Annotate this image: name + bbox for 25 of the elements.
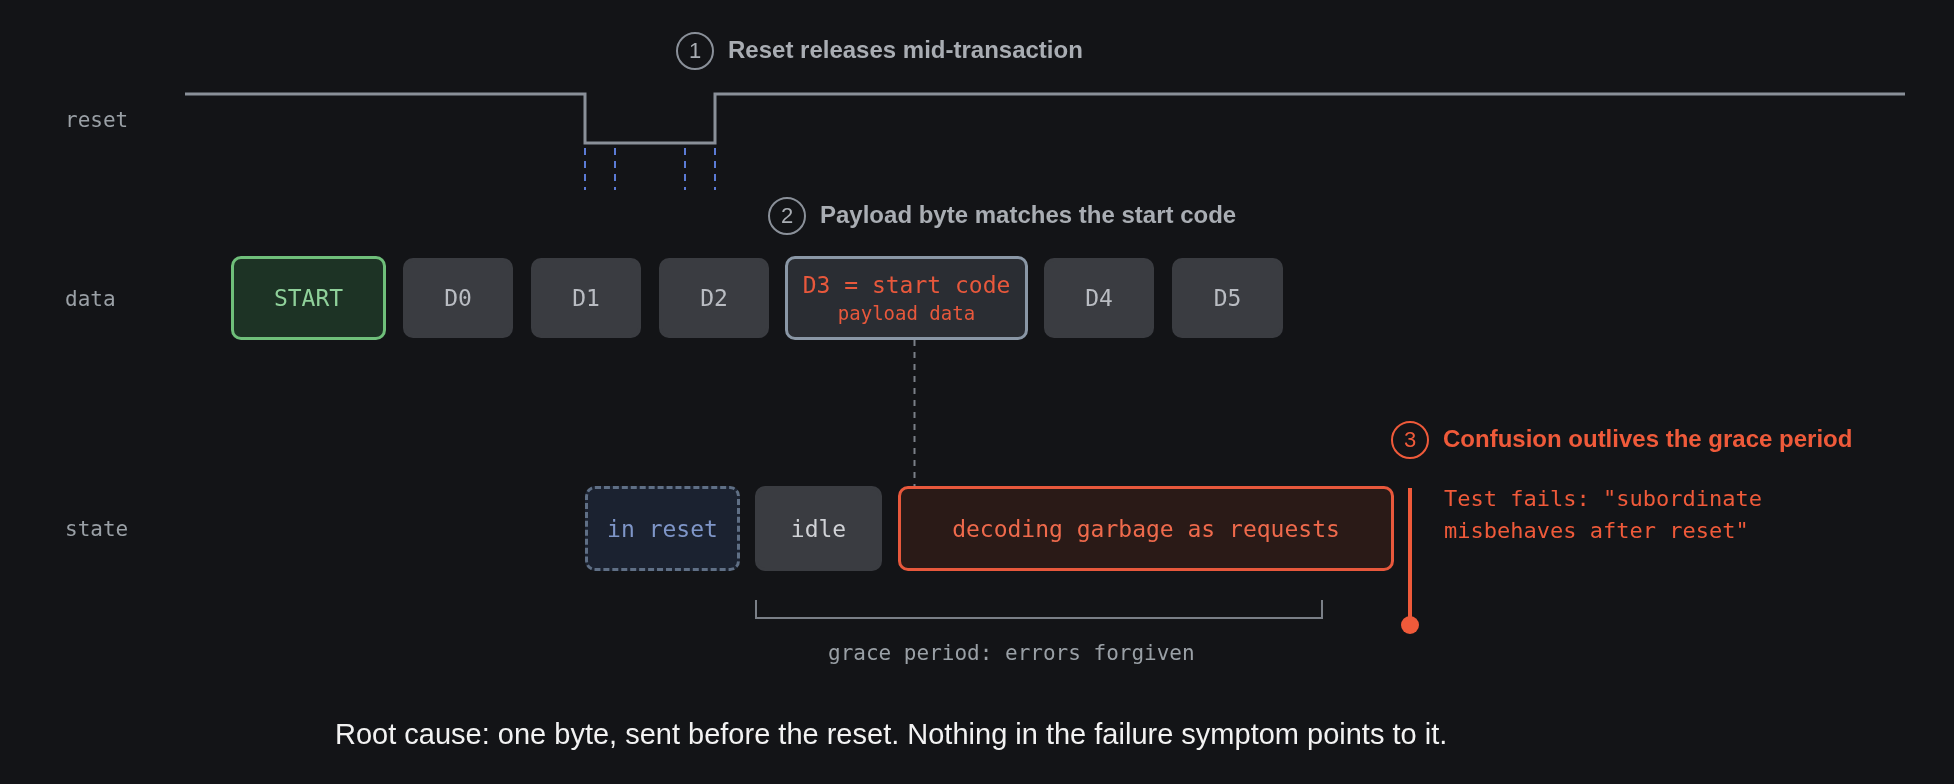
start-box: START — [231, 256, 386, 340]
caption: Root cause: one byte, sent before the reset. Nothing in the failure symptom points to it. — [335, 718, 1448, 751]
state-box: in reset — [585, 486, 740, 571]
data-box: D2 — [659, 258, 769, 338]
bracket-label: grace period: errors forgiven — [828, 641, 1195, 665]
row-label: state — [65, 517, 129, 541]
connector-line — [913, 339, 916, 487]
callout-number: 1 — [676, 32, 714, 70]
row-label: reset — [65, 108, 129, 132]
data-box: D1 — [531, 258, 641, 338]
row-label: data — [65, 287, 116, 311]
callout-heading: Confusion outlives the grace period — [1443, 425, 1853, 453]
data-box — [785, 256, 1028, 340]
state-box: decoding garbage as requests — [898, 486, 1394, 571]
data-box: D4 — [1044, 258, 1154, 338]
note-text: Test fails: "subordinate misbehaves after reset" — [1444, 485, 1763, 545]
box-title: D3 = start code — [802, 271, 1011, 300]
callout-heading: Payload byte matches the start code — [820, 201, 1237, 229]
callout-number: 3 — [1391, 421, 1429, 459]
callout-number: 2 — [768, 197, 806, 235]
state-box: idle — [755, 486, 882, 571]
data-box: D0 — [403, 258, 513, 338]
box-subtitle: payload data — [837, 301, 976, 326]
callout-heading: Reset releases mid-transaction — [728, 36, 1083, 64]
data-box: D5 — [1172, 258, 1283, 338]
